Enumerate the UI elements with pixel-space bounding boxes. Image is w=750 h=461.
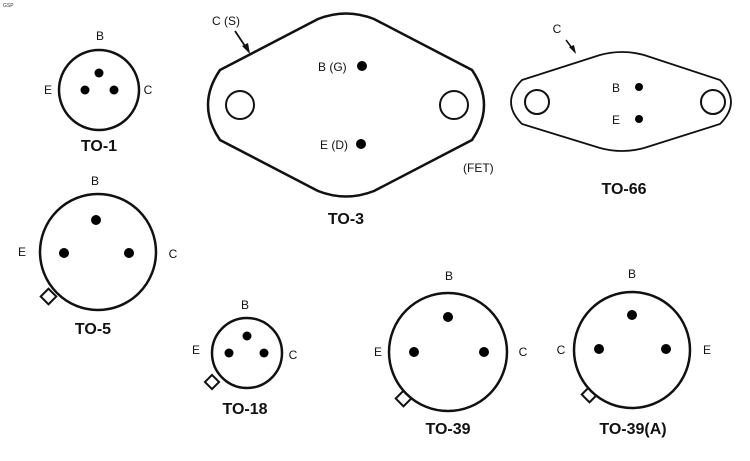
label-e: E (44, 83, 52, 97)
package-title: TO-3 (328, 211, 364, 228)
tab (203, 373, 221, 391)
package-to5: B E C TO-5 (18, 174, 178, 338)
case-outline (510, 51, 732, 152)
label-e: E (192, 343, 200, 357)
pin-c (259, 348, 269, 358)
pin-e (224, 348, 234, 358)
package-title: TO-5 (75, 321, 111, 338)
label-b: B (241, 298, 249, 312)
label-b: B (628, 267, 636, 281)
pin-c (109, 85, 119, 95)
pin-e (409, 347, 419, 357)
label-c: C (169, 247, 178, 261)
tab (39, 287, 58, 306)
package-to39: B E C TO-39 (374, 269, 528, 438)
label-b: B (445, 269, 453, 283)
package-title: TO-39 (425, 421, 470, 438)
case-outline (38, 192, 158, 312)
pin-c (594, 344, 604, 354)
mounting-hole (700, 89, 726, 115)
label-e: E (374, 345, 382, 359)
label-e: E (D) (320, 138, 348, 152)
label-c: C (144, 83, 153, 97)
mounting-hole (524, 89, 550, 115)
label-e: E (612, 113, 620, 127)
logo: GSP (3, 3, 14, 9)
package-to66: B E C TO-66 (510, 22, 732, 198)
mounting-hole (225, 90, 255, 120)
package-to1: B E C TO-1 (44, 29, 153, 155)
pin-e (635, 115, 643, 123)
label-c: C (519, 345, 528, 359)
case-outline (210, 316, 284, 390)
pin-b (357, 61, 367, 71)
pin-c (124, 248, 134, 258)
label-c: C (289, 348, 298, 362)
package-title: TO-1 (81, 138, 117, 155)
label-b: B (612, 81, 620, 95)
label-c: C (557, 343, 566, 357)
mounting-hole (439, 90, 469, 120)
label-b: B (G) (318, 60, 347, 74)
pin-b (242, 331, 252, 341)
package-title: TO-18 (222, 401, 267, 418)
pin-c (479, 347, 489, 357)
package-to18: B E C TO-18 (192, 298, 298, 418)
arrow-head-icon (242, 43, 250, 54)
pin-e (80, 85, 90, 95)
label-b: B (96, 29, 104, 43)
case-outline (57, 48, 141, 132)
pin-e (356, 139, 366, 149)
label-case: C (S) (212, 14, 240, 28)
package-title: TO-39(A) (599, 421, 666, 438)
case-outline (206, 12, 486, 198)
pin-e (661, 344, 671, 354)
package-title: TO-66 (601, 181, 646, 198)
label-b: B (91, 174, 99, 188)
pin-b (627, 310, 637, 320)
label-e: E (18, 245, 26, 259)
pin-e (59, 248, 69, 258)
pin-b (443, 312, 453, 322)
case-outline (572, 290, 692, 410)
label-e: E (703, 343, 711, 357)
pin-b (94, 68, 104, 78)
package-to3: B (G) E (D) C (S) (FET) TO-3 (206, 12, 494, 228)
label-case: C (553, 22, 562, 36)
pin-b (91, 215, 101, 225)
arrow-head-icon (569, 45, 576, 54)
package-to39a: B C E TO-39(A) (557, 267, 711, 438)
pin-b (635, 83, 643, 91)
label-note: (FET) (463, 161, 494, 175)
case-outline (387, 291, 509, 413)
